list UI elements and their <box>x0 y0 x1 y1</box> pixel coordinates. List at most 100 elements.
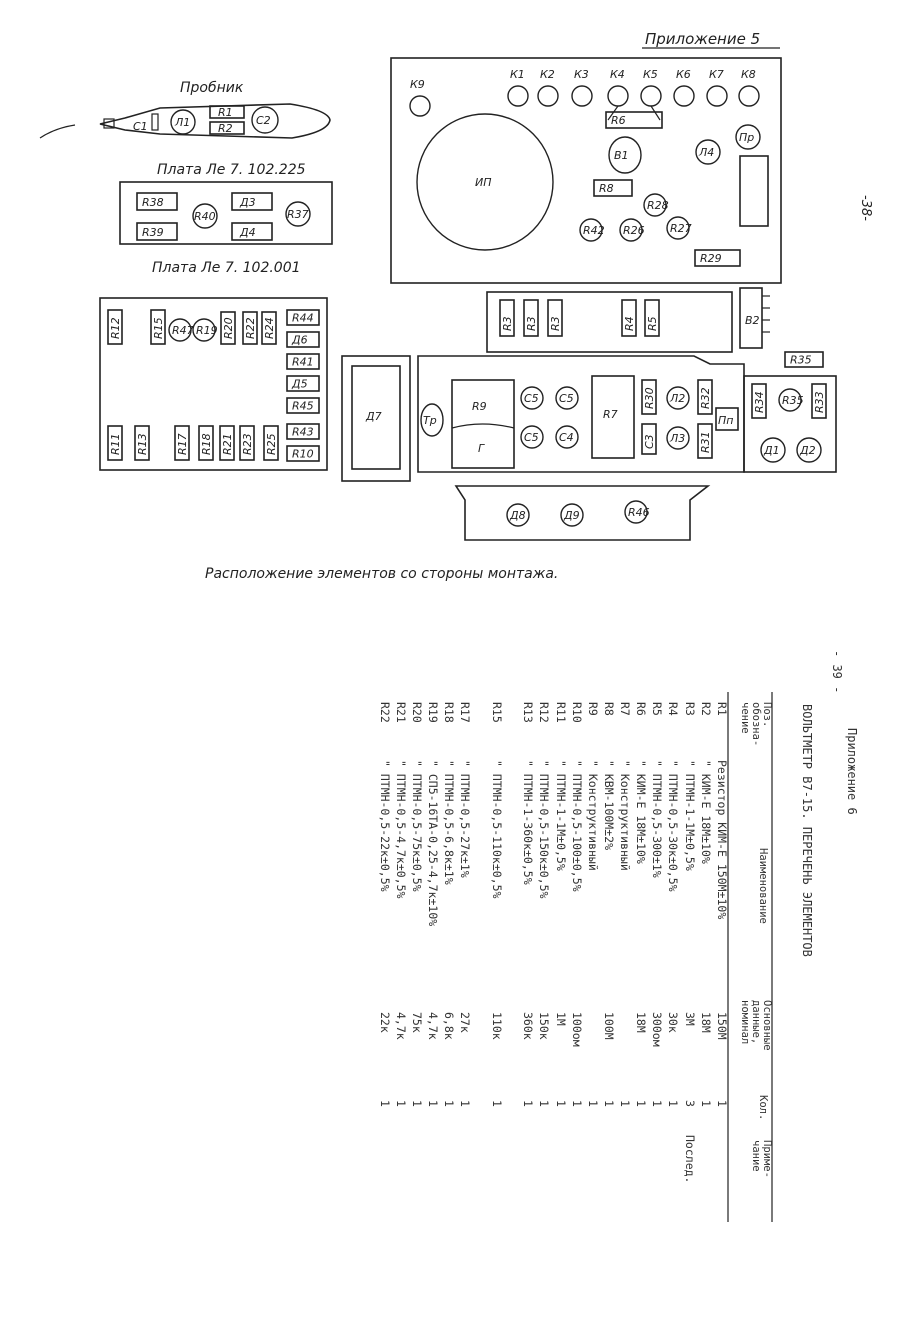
row-pos-5: R6 <box>634 702 648 716</box>
b2-r21-body <box>219 425 235 461</box>
low-r35-body <box>778 388 802 412</box>
b2-d5-body <box>286 375 320 392</box>
main-r42: R42 <box>583 224 605 237</box>
bot-r46: R46 <box>628 506 650 519</box>
b2-r21: R21 <box>221 433 234 455</box>
b1-d3: Д3 <box>239 196 256 209</box>
mid-b2: В2 <box>745 314 760 327</box>
row-name-4: " ПТМН-0,5-300±1% <box>650 760 664 878</box>
low-r31-body <box>697 423 713 459</box>
low-c4: С4 <box>559 431 574 444</box>
header-pos-1: обозна- <box>750 702 762 746</box>
header-qty: Кол. <box>757 1095 769 1120</box>
b2-r10-body <box>286 445 320 462</box>
probe-c2: C2 <box>256 114 271 127</box>
main-r8-body <box>593 179 633 197</box>
main-k6-pad-body <box>673 85 695 107</box>
list-header-row: Поз.обозна-чениеНаименованиеОсновныеданн… <box>739 702 773 1178</box>
low-r9: R9 <box>472 400 487 413</box>
b2-r24: R24 <box>263 317 276 339</box>
row-name-12: " ПТМН-1-360к±0,5% <box>521 760 535 885</box>
low-r34-body <box>751 383 767 419</box>
mid-r3a: R3 <box>501 316 514 331</box>
main-k2: К2 <box>540 68 555 81</box>
row-pos-18: R21 <box>394 702 408 723</box>
row-qty-2: 3 <box>683 1100 697 1107</box>
low-d2: Д2 <box>799 444 816 457</box>
b2-r22-body <box>242 311 258 345</box>
main-k9-pad-body <box>409 95 431 117</box>
b2-d6-body <box>286 331 320 348</box>
main-k3: К3 <box>574 68 589 81</box>
b2-r44: R44 <box>292 312 314 325</box>
row-pos-16: R19 <box>426 702 440 723</box>
header-note-1: чание <box>750 1140 762 1172</box>
row-data-9: 100ом <box>570 1012 584 1047</box>
row-pos-10: R11 <box>554 702 568 723</box>
row-data-7: 100М <box>602 1012 616 1040</box>
b2-r12-body <box>107 309 123 345</box>
main-r27: R27 <box>670 222 692 235</box>
main-r28: R28 <box>647 199 669 212</box>
low-c5a: С5 <box>524 392 539 405</box>
main-k1-pad-body <box>507 85 529 107</box>
b2-r15-body <box>150 309 166 345</box>
low-c5c-body <box>520 425 544 449</box>
row-data-10: 1М <box>554 1012 568 1026</box>
row-qty-13: 1 <box>490 1100 504 1107</box>
low-r30-body <box>641 379 657 415</box>
row-name-1: " КИМ-Е 18М±10% <box>699 760 713 864</box>
row-name-0: Резистор КИМ-Е 150М±10% <box>715 760 729 919</box>
row-qty-12: 1 <box>521 1100 535 1107</box>
row-qty-16: 1 <box>426 1100 440 1107</box>
mid-r5-body <box>644 299 660 337</box>
row-data-12: 360к <box>521 1012 535 1040</box>
row-name-15: " ПТМН-0,5-6,8к±1% <box>442 760 456 885</box>
low-r31: R31 <box>699 431 712 453</box>
b2-r25-body <box>263 425 279 461</box>
diagram-caption: Расположение элементов со стороны монтаж… <box>205 566 558 582</box>
header-note-0: Приме- <box>761 1140 773 1178</box>
b1-r37: R37 <box>287 208 309 221</box>
row-pos-1: R2 <box>699 702 713 716</box>
b2-r18-body <box>198 425 214 461</box>
main-k7-pad-body <box>706 85 728 107</box>
row-data-14: 27к <box>458 1012 472 1033</box>
row-data-4: 300ом <box>650 1012 664 1047</box>
page-number-38: -38- <box>858 195 873 221</box>
main-r42-body <box>579 218 603 242</box>
row-name-17: " ПТМН-0,5-75к±0,5% <box>410 760 424 892</box>
row-data-11: 150к <box>537 1012 551 1040</box>
b2-r19: R19 <box>196 324 218 337</box>
b2-r23: R23 <box>241 433 254 455</box>
row-data-16: 4,7к <box>426 1012 440 1040</box>
header-data-2: номинал <box>739 1000 751 1044</box>
main-pr-body <box>735 124 761 150</box>
b2-r47-body <box>168 318 192 342</box>
row-qty-1: 1 <box>699 1100 713 1107</box>
row-name-3: " ПТМН-0,5-30к±0,5% <box>666 760 680 892</box>
board2-title: Плата Ле 7. 102.001 <box>152 260 301 276</box>
low-l3: Л3 <box>669 432 685 445</box>
row-data-5: 18М <box>634 1012 648 1033</box>
mid-r35-body <box>784 351 824 368</box>
main-k5: К5 <box>643 68 658 81</box>
probe-c1: C1 <box>133 120 148 133</box>
header-data-1: данные, <box>750 1000 762 1044</box>
low-c5a-body <box>520 386 544 410</box>
b2-r22: R22 <box>244 317 257 339</box>
b2-r15: R15 <box>152 317 165 339</box>
main-r27-body <box>666 216 690 240</box>
b2-r47: R47 <box>172 324 194 337</box>
main-k9: К9 <box>410 78 425 91</box>
main-k8-pad-body <box>738 85 760 107</box>
row-pos-17: R20 <box>410 702 424 723</box>
low-d2-body <box>796 437 822 463</box>
low-r34: R34 <box>753 391 766 413</box>
b2-r43: R43 <box>292 426 314 439</box>
row-qty-5: 1 <box>634 1100 648 1107</box>
b2-r13: R13 <box>136 433 149 455</box>
low-c4-body <box>555 425 579 449</box>
row-pos-19: R22 <box>378 702 392 723</box>
